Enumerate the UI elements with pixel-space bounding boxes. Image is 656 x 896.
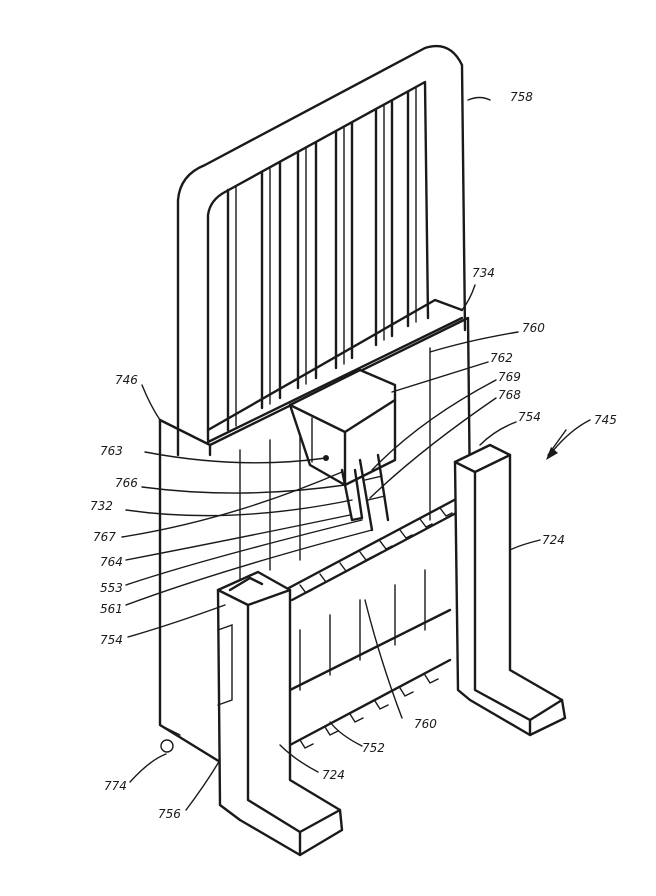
arrow-745	[546, 420, 590, 460]
ref-764: 764	[100, 555, 123, 569]
ref-734: 734	[472, 266, 495, 280]
ref-746: 746	[115, 373, 138, 387]
ref-769: 769	[498, 370, 521, 384]
foot-pin	[161, 740, 173, 752]
ref-724-left: 724	[322, 768, 345, 782]
ref-758: 758	[510, 90, 533, 104]
left-leg	[218, 572, 342, 855]
ref-760-bottom: 760	[414, 717, 437, 731]
ref-752: 752	[362, 741, 385, 755]
ref-762: 762	[490, 351, 513, 365]
ref-760-top: 760	[522, 321, 545, 335]
ref-553: 553	[100, 581, 123, 595]
ref-754-right: 754	[518, 410, 541, 424]
ref-767: 767	[93, 530, 116, 544]
right-leg	[455, 445, 565, 735]
ref-766: 766	[115, 476, 138, 490]
ref-745: 745	[594, 413, 617, 427]
ref-763: 763	[100, 444, 123, 458]
ref-768: 768	[498, 388, 521, 402]
ref-754-left: 754	[100, 633, 123, 647]
ref-724-right: 724	[542, 533, 565, 547]
ref-774: 774	[104, 779, 127, 793]
ref-756: 756	[158, 807, 181, 821]
ref-561: 561	[100, 602, 123, 616]
ref-732: 732	[90, 499, 113, 513]
main-body	[160, 318, 470, 765]
